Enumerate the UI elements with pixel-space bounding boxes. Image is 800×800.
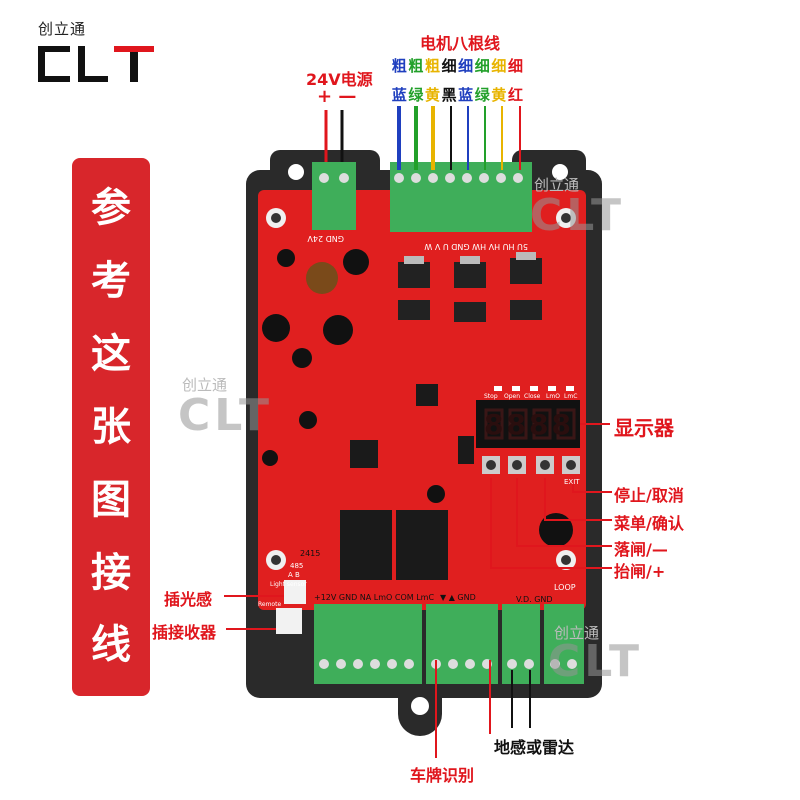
brand-logo — [38, 46, 154, 82]
motor-color-row: 蓝绿黄黑蓝绿黄红 — [391, 84, 524, 105]
side-char: 考 — [91, 258, 131, 305]
board-rs485-label: 485 — [290, 562, 303, 570]
watermark-logo: CLT — [178, 390, 274, 441]
motor-thickness-row: 粗粗粗细细细细细 — [391, 55, 524, 76]
side-instruction-panel: 参 考 这 张 图 接 线 — [72, 158, 150, 696]
board-bottom-pins: +12V GND NA LmO COM LmC — [314, 593, 434, 602]
wire-thickness: 细 — [491, 57, 507, 75]
callout-light-sensor: 插光感 — [164, 590, 213, 609]
board-power-pins: GND 24V — [307, 234, 344, 243]
board-buzzer-label: 2415 — [300, 549, 320, 558]
wire-color: 黄 — [424, 86, 440, 104]
watermark-logo: CLT — [548, 636, 644, 687]
board-top-pins: 5U HU HV HW GND U V W — [424, 242, 528, 251]
wire-color: 红 — [507, 86, 523, 104]
watermark-cn: 创立通 — [182, 376, 228, 394]
wire-color: 蓝 — [458, 86, 474, 104]
wire-thickness: 细 — [507, 57, 523, 75]
callout-display: 显示器 — [614, 416, 674, 440]
callout-up-plus: 抬闸/+ — [614, 562, 666, 581]
callout-stop-cancel: 停止/取消 — [614, 486, 684, 505]
side-char: 张 — [91, 403, 131, 450]
side-char: 接 — [91, 549, 131, 596]
wire-thickness: 细 — [458, 57, 474, 75]
board-remote-label: Remote — [258, 601, 281, 608]
callout-receiver: 插接收器 — [152, 623, 217, 642]
wire-thickness: 粗 — [408, 57, 424, 75]
board-button-label: Open — [504, 393, 520, 400]
board-model-text: RM200-P8-485 V2.2.3 — [225, 271, 234, 358]
side-char: 这 — [91, 331, 131, 378]
board-button-label: LmO — [546, 393, 560, 400]
wire-thickness: 粗 — [391, 57, 407, 75]
wire-thickness: 细 — [474, 57, 490, 75]
callout-plate-recognition: 车牌识别 — [410, 766, 475, 785]
brand-name: 创立通 — [38, 20, 87, 38]
side-char: 图 — [91, 476, 131, 523]
board-exit-label: EXIT — [564, 478, 580, 486]
side-char: 线 — [91, 622, 131, 669]
board-ab-label: A B — [288, 571, 300, 579]
callout-menu-confirm: 菜单/确认 — [614, 514, 684, 533]
board-button-label: Close — [524, 393, 541, 400]
board-light-sensor-label: Light sensor — [270, 581, 307, 588]
wire-color: 蓝 — [391, 86, 407, 104]
board-display-digits: 8888 — [484, 408, 574, 441]
board-loop-label: LOOP — [554, 583, 576, 592]
board-mid-pins: ▼ ▲ GND — [440, 593, 476, 602]
wire-thickness: 细 — [441, 57, 457, 75]
board-vd-pins: V.D. GND — [516, 595, 553, 604]
wire-color: 黄 — [491, 86, 507, 104]
wire-thickness: 粗 — [424, 57, 440, 75]
callout-down-minus: 落闸/— — [614, 540, 668, 559]
wire-color: 黑 — [441, 86, 457, 104]
watermark-cn: 创立通 — [554, 624, 600, 642]
watermark-cn: 创立通 — [534, 176, 580, 194]
board-button-label: LmC — [564, 393, 577, 400]
power-title: 24V电源 — [306, 70, 373, 89]
power-polarity: + — — [317, 86, 357, 107]
watermark-logo: CLT — [530, 190, 626, 241]
side-char: 参 — [91, 185, 131, 232]
wire-color: 绿 — [474, 86, 490, 104]
callout-loop-radar: 地感或雷达 — [494, 738, 575, 757]
board-button-label: Stop — [484, 393, 498, 400]
wire-color: 绿 — [408, 86, 424, 104]
motor-title: 电机八根线 — [420, 34, 501, 53]
